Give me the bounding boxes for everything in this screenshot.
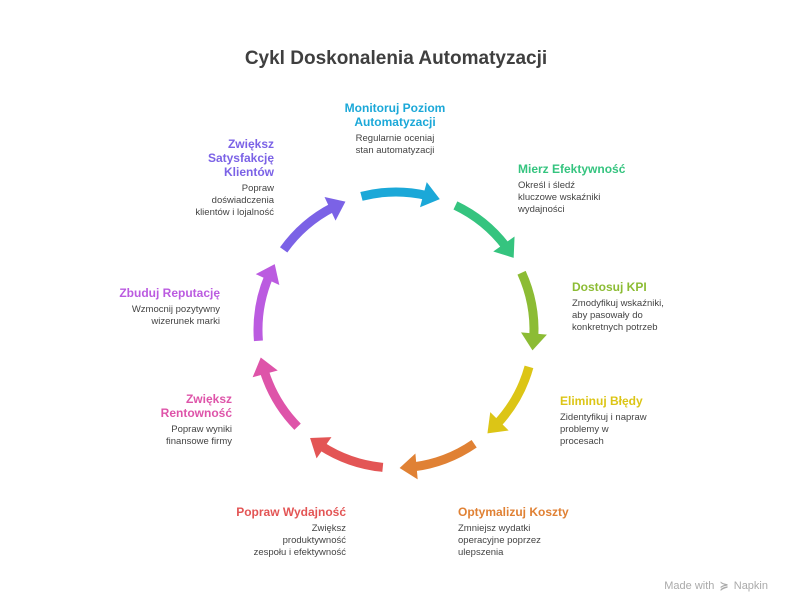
arrowhead-icon (420, 182, 440, 208)
cycle-arrow (360, 182, 440, 208)
cycle-arrow (310, 437, 384, 472)
arrowhead-icon (252, 357, 278, 378)
arrowhead-icon (487, 412, 509, 434)
step-title: Zbuduj Reputację (119, 286, 220, 300)
arrow-shaft (318, 442, 384, 472)
made-with-napkin-footer: Made with ≽ Napkin (664, 579, 768, 592)
step-adjust-kpi: Dostosuj KPI Zmodyfikuj wskaźniki,aby pa… (572, 280, 702, 334)
napkin-logo-icon: ≽ (719, 580, 729, 592)
step-title: Optymalizuj Koszty (458, 505, 569, 519)
arrow-shaft (517, 270, 539, 338)
cycle-arrow (253, 264, 280, 342)
arrow-shaft (493, 365, 534, 427)
cycle-arrow (252, 357, 301, 430)
cycle-arrow (453, 201, 515, 258)
diagram-title: Cykl Doskonalenia Automatyzacji (244, 48, 548, 69)
arrowhead-icon (324, 197, 346, 221)
footer-brand: Napkin (733, 580, 768, 592)
arrowhead-icon (521, 332, 547, 351)
arrow-shaft (360, 187, 428, 201)
footer-text: Made with (664, 580, 715, 592)
step-title: Mierz Efektywność (518, 162, 626, 176)
step-title: Eliminuj Błędy (560, 394, 643, 408)
arrow-shaft (279, 203, 336, 253)
arrow-shaft (453, 201, 510, 250)
arrow-shaft (259, 369, 301, 430)
cycle-arrow (279, 197, 346, 253)
arrow-shaft (412, 439, 477, 472)
arrowhead-icon (399, 453, 418, 480)
arrowhead-icon (255, 264, 280, 286)
cycle-arrow (487, 365, 534, 434)
arrow-shaft (253, 274, 274, 342)
arrowhead-icon (310, 437, 332, 459)
cycle-arrow (517, 270, 547, 351)
step-title: Dostosuj KPI (572, 280, 647, 294)
arrowhead-icon (493, 236, 515, 258)
step-title: Popraw Wydajność (236, 505, 346, 519)
cycle-arrow (399, 439, 477, 480)
